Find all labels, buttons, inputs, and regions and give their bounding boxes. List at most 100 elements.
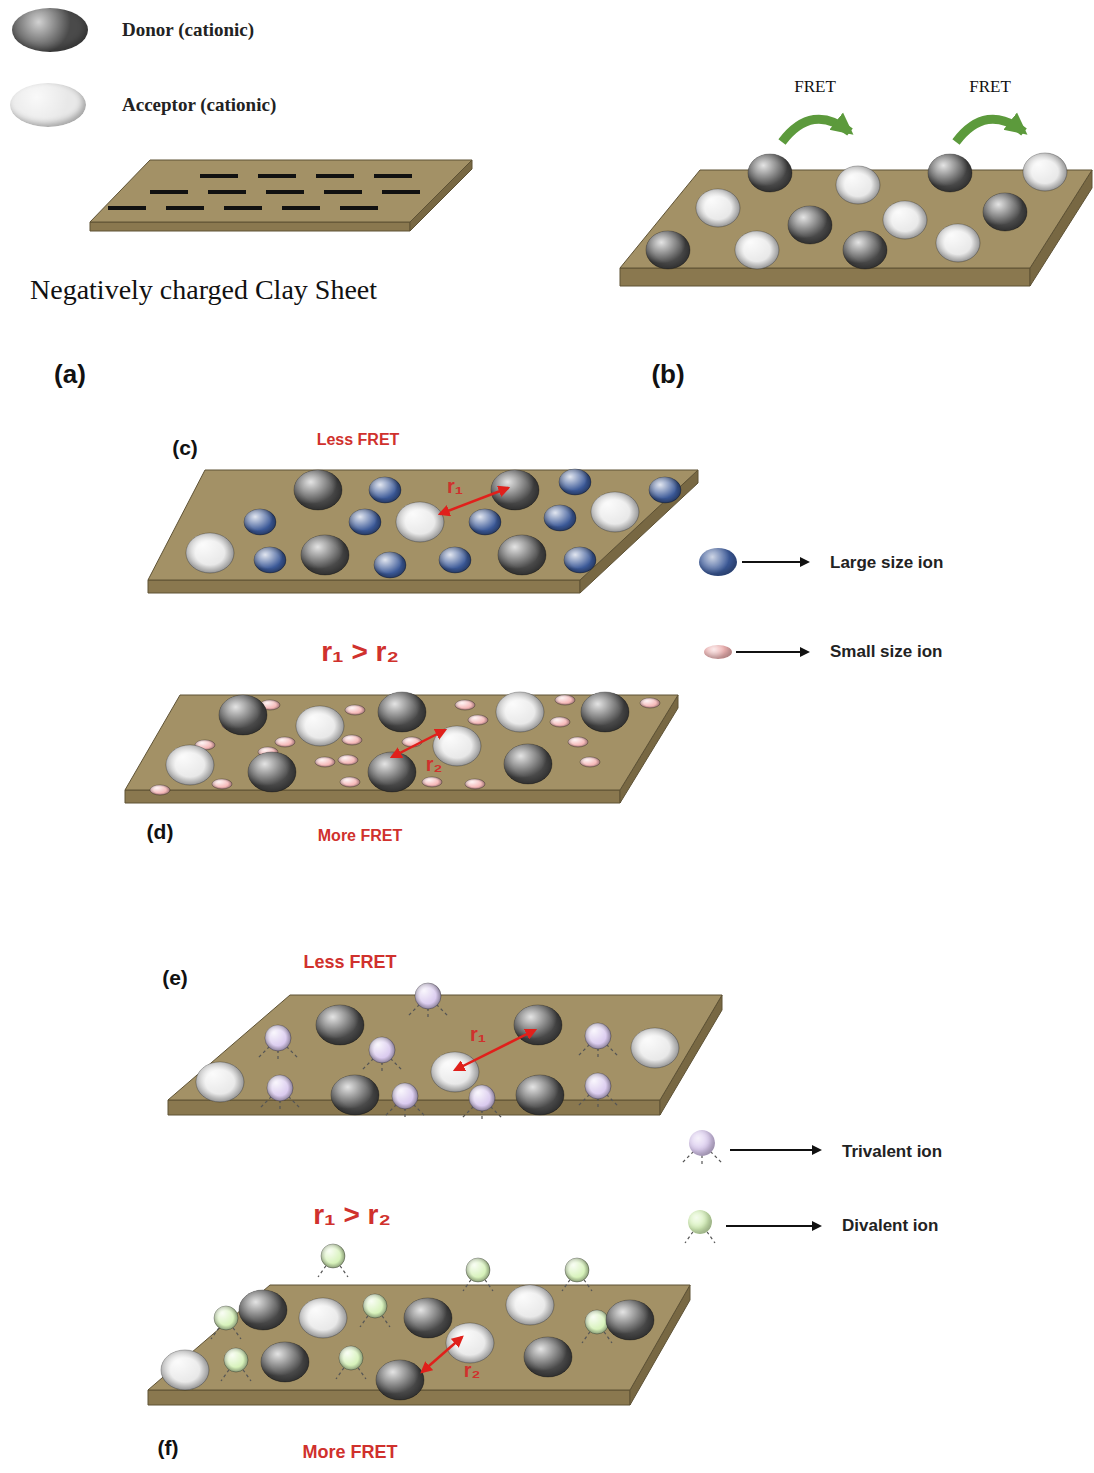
- donor-shade: [248, 752, 296, 792]
- small-ion-highlight: [150, 785, 170, 795]
- small-ion-body: [555, 695, 575, 705]
- donor-body: [498, 535, 546, 575]
- donor: [788, 206, 832, 244]
- divalent-ion-highlight: [466, 1258, 490, 1282]
- donor: [928, 154, 972, 192]
- trivalent-ion-shade: [469, 1085, 495, 1111]
- fret-arrow: [782, 119, 850, 142]
- acceptor-body: [836, 166, 880, 204]
- legend-arrow: [726, 1225, 820, 1227]
- trivalent-ion-shade: [585, 1023, 611, 1049]
- donor: [376, 1360, 424, 1400]
- donor: [606, 1300, 654, 1340]
- donor-highlight: [316, 1005, 364, 1045]
- divalent-ion-highlight: [214, 1306, 238, 1330]
- large-ion: [369, 477, 401, 503]
- trivalent-ion-highlight: [369, 1037, 395, 1063]
- divalent-ion: [363, 1294, 387, 1318]
- fret-label: More FRET: [302, 1442, 397, 1463]
- acceptor-highlight: [496, 692, 544, 732]
- acceptor: [196, 1062, 244, 1102]
- donor-body: [788, 206, 832, 244]
- donor: [646, 231, 690, 269]
- donor-highlight: [788, 206, 832, 244]
- donor-shade: [504, 744, 552, 784]
- large-ion-body: [349, 509, 381, 535]
- acceptor-highlight: [186, 533, 234, 573]
- panel-label: (b): [651, 360, 684, 390]
- donor-highlight: [581, 692, 629, 732]
- acceptor-shade: [591, 492, 639, 532]
- donor-highlight: [928, 154, 972, 192]
- trivalent-ion: [265, 1025, 291, 1051]
- large-ion-highlight: [469, 509, 501, 535]
- acceptor-shade: [696, 189, 740, 227]
- small-ion-highlight: [640, 698, 660, 708]
- donor-body: [748, 154, 792, 192]
- distance-arrow: [455, 1030, 535, 1070]
- fret-label: Less FRET: [317, 431, 400, 449]
- trivalent-ion-body: [392, 1083, 418, 1109]
- divalent-ion-body: [585, 1310, 609, 1334]
- negative-charge: [200, 174, 238, 178]
- acceptor-highlight: [1023, 153, 1067, 191]
- trivalent-ion-highlight: [415, 983, 441, 1009]
- trivalent-ion-highlight: [585, 1073, 611, 1099]
- small-ion: [345, 705, 365, 715]
- panel-label: (d): [147, 820, 174, 844]
- donor-shade: [368, 752, 416, 792]
- acceptor-highlight: [696, 189, 740, 227]
- negative-charge: [282, 206, 320, 210]
- divalent-ion-body: [339, 1346, 363, 1370]
- acceptor: [631, 1028, 679, 1068]
- donor-body: [983, 193, 1027, 231]
- legend-swatch: [12, 8, 88, 52]
- large-ion-shade: [649, 477, 681, 503]
- donor-highlight: [219, 695, 267, 735]
- large-ion: [349, 509, 381, 535]
- donor-shade: [498, 535, 546, 575]
- small-ion-shade: [455, 700, 475, 710]
- donor-highlight: [524, 1337, 572, 1377]
- donor-body: [301, 535, 349, 575]
- donor: [504, 744, 552, 784]
- annotation: r₁: [447, 475, 463, 498]
- negative-charge: [208, 190, 246, 194]
- donor-highlight: [491, 470, 539, 510]
- acceptor-body: [936, 224, 980, 262]
- donor-shade: [748, 154, 792, 192]
- small-ion: [468, 715, 488, 725]
- trivalent-ion-shade: [392, 1083, 418, 1109]
- small-ion-shade: [568, 737, 588, 747]
- large-ion-highlight: [254, 547, 286, 573]
- negative-charge: [266, 190, 304, 194]
- acceptor: [936, 224, 980, 262]
- divalent-ion-body: [466, 1258, 490, 1282]
- acceptor-shade: [936, 224, 980, 262]
- negative-charge: [340, 206, 378, 210]
- trivalent-ion-highlight: [469, 1085, 495, 1111]
- acceptor-body: [506, 1285, 554, 1325]
- large-ion-shade: [439, 547, 471, 573]
- acceptor: [296, 706, 344, 746]
- legend-text: Divalent ion: [842, 1216, 938, 1236]
- small-ion-body: [212, 779, 232, 789]
- large-ion-highlight: [564, 547, 596, 573]
- acceptor: [431, 1052, 479, 1092]
- small-ion-shade: [550, 717, 570, 727]
- donor-highlight: [504, 744, 552, 784]
- legend-swatch: [689, 1130, 715, 1156]
- large-ion: [649, 477, 681, 503]
- negative-charge: [374, 174, 412, 178]
- donor-shade: [928, 154, 972, 192]
- donor-shade: [378, 692, 426, 732]
- divalent-ion: [339, 1346, 363, 1370]
- legend-arrow: [742, 561, 808, 563]
- donor: [491, 470, 539, 510]
- donor-shade: [404, 1298, 452, 1338]
- large-ion: [544, 505, 576, 531]
- donor: [581, 692, 629, 732]
- small-ion-body: [568, 737, 588, 747]
- trivalent-ion: [267, 1075, 293, 1101]
- donor-shade: [581, 692, 629, 732]
